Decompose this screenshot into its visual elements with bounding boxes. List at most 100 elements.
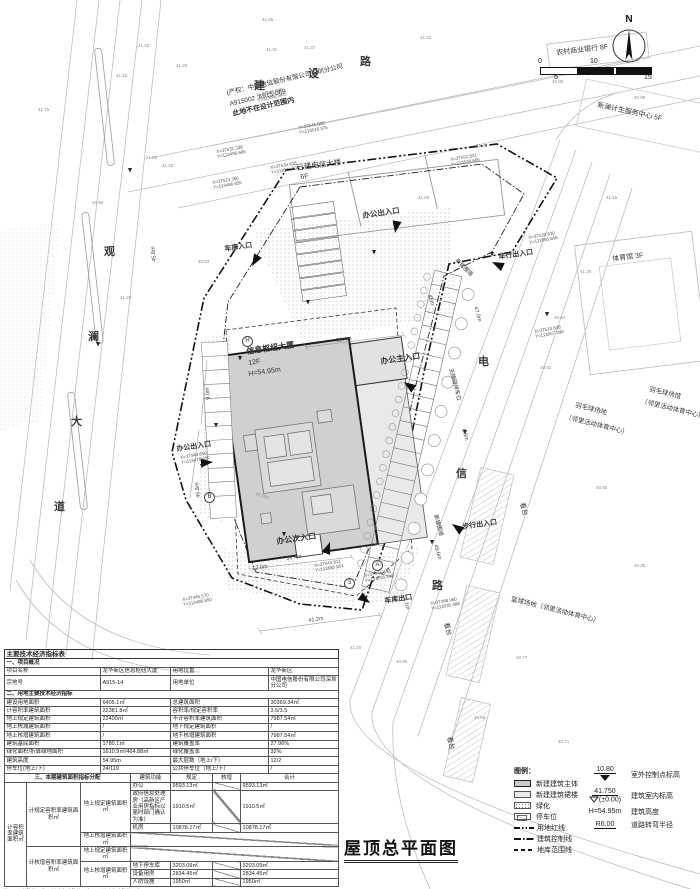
legend-turn-radius: R6.00 道路转弯半径 [593,820,673,829]
table-row: 建筑基底面积 1780.1㎡ 建筑覆盖率 27.96% [4,739,339,749]
indicator-rows: 建设用地面积 6405.1㎡ 总建筑面积 30369.34㎡ 计容积率建筑面积 … [4,698,339,774]
spot-elevation-label: 41.10 [116,73,128,78]
legend-item-podium: 新建建筑裙楼 [514,789,700,800]
basement-extent-line [225,307,413,597]
indicators-table-allocation: 三、本期建筑面积指标分配 建筑功能 规定 核增 合计 计容积率建筑面积㎡ 计规定… [3,773,340,888]
compass-icon [612,29,646,63]
indicators-table-upper: 主要技术经济指标表 一、项目概况 项目名称 龙华新区信息枢纽大厦 用地位置 龙华… [4,648,339,774]
legend-heading: 图例： [514,768,535,775]
road-name-label: 路 [360,56,371,68]
spot-elevation-label: 41.37 [304,45,316,50]
stands-hatched [443,466,515,783]
spot-elevation-label: 41.36 [476,143,488,148]
allocation-row: 地上核增建筑面积㎡ [5,831,340,848]
allocation-row: 计核增容积率建筑面积㎡ 地上规定建筑面积㎡ [5,846,340,887]
table-row: 建设用地面积 6405.1㎡ 总建筑面积 30369.34㎡ [4,698,339,708]
spot-elevation-label: 40.68 [474,715,486,720]
spot-elevation-label: 40.99 [396,659,408,664]
redline-swatch [514,826,534,829]
group-guiding-far: 计规定容积率建筑面积㎡ [26,781,81,848]
control-line-swatch [514,837,534,840]
group-total-far: 计容积率建筑面积㎡ [4,781,27,887]
spot-elevation-label: 41.25 [580,269,592,274]
roof-equipment [243,408,360,537]
spot-elevation-label: 41.25 [176,63,188,68]
stall-number-bubbles [357,273,431,567]
grid-bubble: 3 [344,578,355,589]
road-name-label: 观 [104,246,115,258]
legend-item-control-line: 建筑控制线 [514,833,700,844]
new-building-swatch [514,780,531,787]
group-above-guiding: 地上规定建筑面积㎡ [79,781,132,833]
spot-elevation-label: 40.86 [552,79,564,84]
table-row: 地上核减建筑面积 / 地下规定建筑面积 / [4,722,339,733]
open-triangle-icon [588,796,599,803]
legend-item-redline: 用地红线 [514,822,700,833]
road-name-label: 路 [432,580,443,592]
col-function: 建筑功能 [130,773,172,783]
road-name-label: 电 [478,356,489,368]
dimension-label: 9.0m [204,387,212,400]
plan-label: 6F [300,173,309,181]
road-name-label: 信 [456,468,467,480]
table-row: 绿化面积/折算绿地面积 1610.9㎡/464.88㎡ 绿化覆盖率 32% [4,747,339,758]
podium-swatch [514,791,531,798]
col-hezeng: 核增 [212,773,242,783]
spot-elevation-label: 41.15 [606,195,618,200]
legend-item-greenery: 绿化 [514,800,700,811]
group-above-hezeng: 地上核增建筑面积㎡ [79,831,132,848]
spot-elevation-label: 41.50 [418,195,430,200]
greenery-swatch [514,802,531,809]
scale-10: 10 [590,58,598,65]
allocation-header-row: 三、本期建筑面积指标分配 建筑功能 规定 核增 合计 [3,773,340,783]
allocation-row: 计容积率建筑面积㎡ 计规定容积率建筑面积㎡ 地上规定建筑面积㎡ 办公 9593.… [4,781,340,887]
legend-building-height: H=54.95m 建筑高度 [588,808,659,816]
spot-elevation-label: 41.28 [162,163,174,168]
legend-indoor-elevation: 41.750 (±0.00) 建筑室内标高 [583,788,700,804]
grid-bubble: H [242,336,253,347]
legend-item-basement-line: 地库范围线 [514,844,700,855]
site-boundary-redline [171,143,559,611]
spot-elevation-label: 41.20 [138,43,150,48]
road-name-label: 设 [308,68,319,80]
spot-elevation-label: 40.35 [634,563,646,568]
road-name-label: 道 [54,501,65,513]
legend: 图例： 新建建筑主体 新建建筑裙楼 绿化 停车位 用地红线 建筑控制线 地库范围… [514,766,700,855]
drawing-title: 屋顶总平面图 [344,834,458,863]
road-name-label: 澜 [88,331,99,343]
spot-elevation-label: 41.22 [420,35,432,40]
legend-item-parking: 停车位 [514,811,700,822]
scale-bar: 0 10 5 15 [538,58,654,82]
project-overview-rows: 项目名称 龙华新区信息枢纽大厦 用地位置 龙华新区 宗地号 A915-14 用地… [4,666,339,691]
spot-elevation-label: 41.75 [38,107,50,112]
spot-elevation-label: 41.31 [266,47,278,52]
table-row: 建筑高度 54.95m 最大层数（地上/下） 12/2 [4,756,339,766]
table-row: 项目名称 龙华新区信息枢纽大厦 用地位置 龙华新区 [4,666,339,677]
table-row: 地上核增建筑面积 / 地下核增建筑面积 7987.54㎡ [4,731,339,741]
scale-5: 5 [554,74,558,81]
filled-triangle-icon [600,775,610,782]
indicators-table: 主要技术经济指标表 一、项目概况 项目名称 龙华新区信息枢纽大厦 用地位置 龙华… [3,648,340,889]
table-row: 地上规定建筑面积 22400㎡ 不计容积率建筑面积 7987.54㎡ [4,714,339,724]
spot-elevation-label: 41.05 [262,17,274,22]
spot-elevation-label: 40.98 [634,95,646,100]
spot-elevation-label: 40.93 [198,259,210,264]
table-section-1: 一、项目概况 [4,658,339,668]
scale-0: 0 [538,58,542,65]
spot-elevation-label: 41.20 [350,645,362,650]
north-arrow: N [608,14,650,72]
allocation-row: 人防设施 1950㎡ 1950㎡ [5,877,340,888]
allocation-row: 机房 10878.17㎡ 10878.17㎡ [5,823,340,833]
road-name-label: 大 [71,416,82,428]
grid-bubble: B [204,492,215,503]
east-parking-strip [357,270,475,593]
group-hezeng-far: 计核增容积率建筑面积㎡ [26,846,81,887]
table-row: 计容积率建筑面积 22381.8㎡ 容积率/规定容积率 3.5/3.5 [4,706,339,716]
col-guiding: 规定 [170,773,214,783]
road-name-label: 建 [254,80,265,92]
spot-elevation-label: 41.02 [146,155,158,160]
spot-elevation-label: 41.23 [120,295,132,300]
table-row: 宗地号 A915-14 用地单位 中国电信股份有限公司深圳分公司 [4,675,339,691]
spot-elevation-marks [96,168,549,545]
